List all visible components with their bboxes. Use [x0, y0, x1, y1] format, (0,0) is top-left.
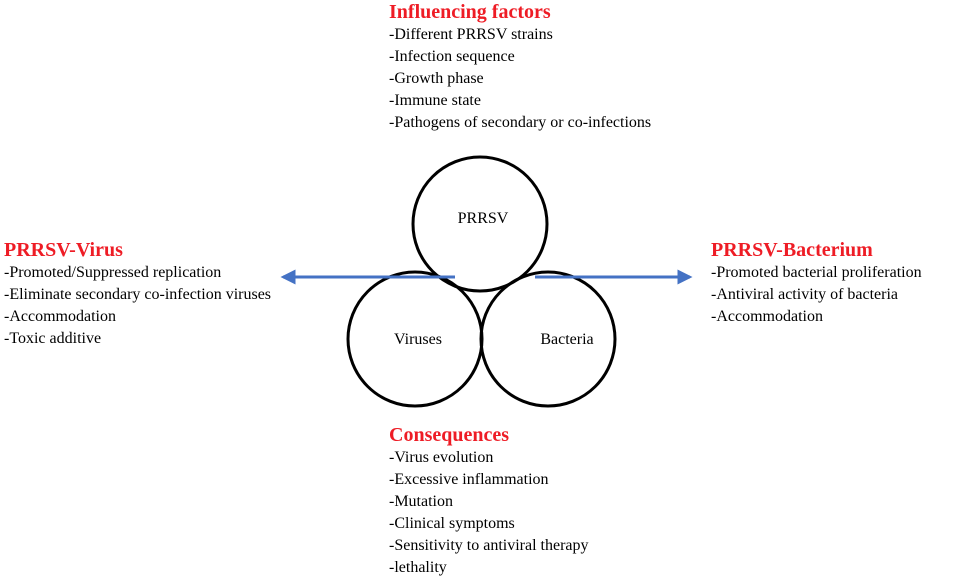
prrsv-bacterium-block: PRRSV-Bacterium -Promoted bacterial prol… [711, 239, 922, 328]
list-item: -Virus evolution [389, 449, 494, 466]
list-item: -Pathogens of secondary or co-infections [389, 114, 652, 131]
influencing-factors-block: Influencing factors -Different PRRSV str… [389, 1, 651, 134]
list-item: -Growth phase [389, 70, 484, 87]
consequences-list: -Virus evolution -Excessive inflammation… [389, 447, 589, 579]
list-item: -Clinical symptoms [389, 515, 515, 532]
prrsv-bacterium-title: PRRSV-Bacterium [711, 239, 873, 261]
list-item: -lethality [389, 559, 447, 576]
list-item: -Antiviral activity of bacteria [711, 286, 899, 303]
list-item: -Accommodation [711, 308, 823, 325]
influencing-factors-list: -Different PRRSV strains -Infection sequ… [389, 24, 651, 134]
prrsv-bacterium-list: -Promoted bacterial proliferation -Antiv… [711, 262, 922, 328]
viruses-circle-label: Viruses [394, 331, 442, 348]
list-item: -Promoted bacterial proliferation [711, 264, 922, 281]
prrsv-virus-title: PRRSV-Virus [4, 239, 123, 261]
list-item: -Toxic additive [4, 330, 102, 347]
list-item: -Different PRRSV strains [389, 26, 553, 43]
bacteria-circle-label: Bacteria [540, 331, 594, 348]
list-item: -Mutation [389, 493, 453, 510]
prrsv-circle-label: PRRSV [457, 210, 509, 227]
list-item: -Infection sequence [389, 48, 515, 65]
consequences-block: Consequences -Virus evolution -Excessive… [389, 424, 589, 579]
bacteria-circle [479, 270, 617, 408]
list-item: -Eliminate secondary co-infection viruse… [4, 286, 272, 303]
list-item: -Sensitivity to antiviral therapy [389, 537, 589, 554]
prrsv-virus-block: PRRSV-Virus -Promoted/Suppressed replica… [4, 239, 294, 350]
list-item: -Promoted/Suppressed replication [4, 264, 222, 281]
list-item: -Immune state [389, 92, 481, 109]
list-item: -Accommodation [4, 308, 116, 325]
list-item: -Excessive inflammation [389, 471, 549, 488]
influencing-factors-title: Influencing factors [389, 1, 551, 23]
prrsv-virus-list: -Promoted/Suppressed replication -Elimin… [4, 262, 294, 350]
prrsv-circle [411, 155, 549, 293]
consequences-title: Consequences [389, 424, 510, 446]
